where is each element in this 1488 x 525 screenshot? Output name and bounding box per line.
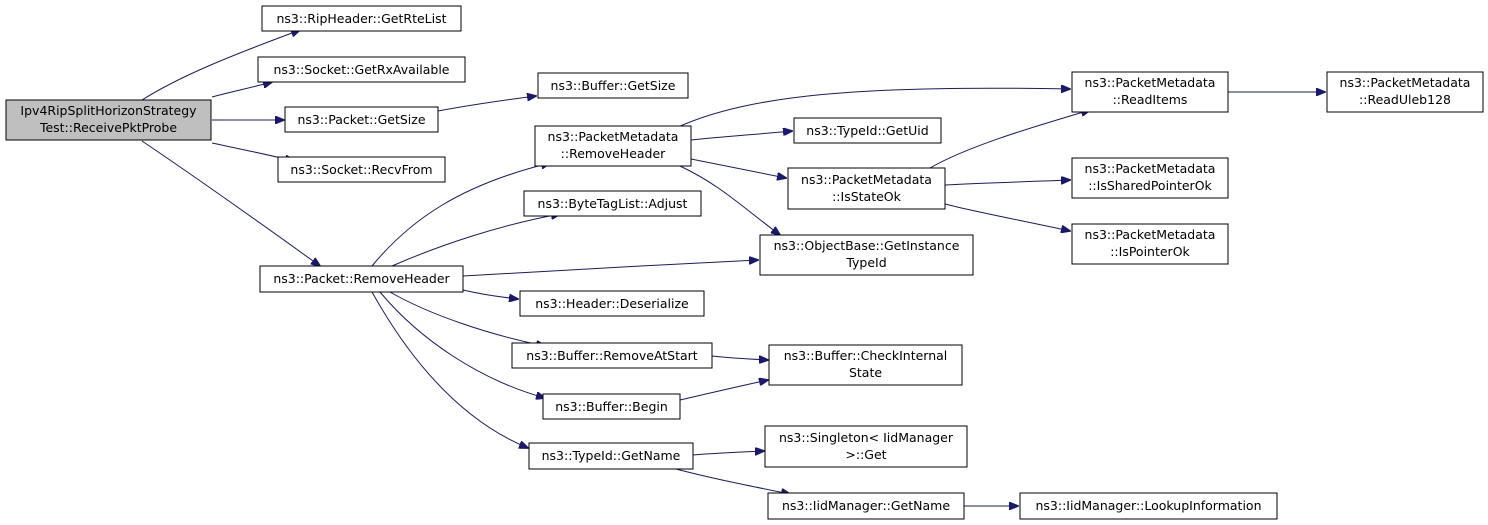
edge-typeid-getname-to-singleton-get — [692, 451, 764, 456]
edge-packet-removeheader-to-pm-removeheader — [371, 163, 550, 267]
node-label-line: ::ReadItems — [1113, 92, 1188, 107]
edge-packet-getsize-to-buffer-getsize — [437, 96, 536, 112]
node-pm-issharedpointerok[interactable]: ns3::PacketMetadata ::IsSharedPointerOk — [1071, 157, 1229, 199]
node-label-line: ::IsStateOk — [832, 189, 902, 204]
node-bytetaglist-adjust[interactable]: ns3::ByteTagList::Adjust — [523, 190, 702, 217]
node-label-line: ns3::Buffer::Begin — [555, 399, 668, 414]
node-buffer-checkinternalstate[interactable]: ns3::Buffer::CheckInternal State — [768, 344, 963, 386]
node-packet-getsize[interactable]: ns3::Packet::GetSize — [284, 106, 439, 133]
edge-packet-removeheader-to-header-deserialize — [462, 289, 518, 299]
node-label-line: ns3::PacketMetadata — [1340, 75, 1471, 90]
node-pm-readitems[interactable]: ns3::PacketMetadata ::ReadItems — [1071, 71, 1229, 113]
node-label-line: ns3::RipHeader::GetRteList — [276, 11, 446, 26]
node-label-line: State — [849, 365, 882, 380]
edge-packet-removeheader-to-typeid-getname — [371, 291, 528, 448]
edge-pm-isstateok-to-pm-ispointerok — [944, 203, 1070, 231]
node-label-line: ns3::Buffer::GetSize — [551, 78, 676, 93]
node-label-line: ns3::TypeId::GetUid — [806, 123, 928, 138]
edge-root-to-getrxavailable — [211, 82, 272, 98]
node-buffer-getsize[interactable]: ns3::Buffer::GetSize — [537, 72, 689, 99]
node-label-line: ns3::Header::Deserialize — [535, 296, 689, 311]
edge-root-to-packet-removeheader — [141, 140, 320, 266]
node-singleton-get[interactable]: ns3::Singleton< IidManager >::Get — [764, 425, 968, 468]
node-typeid-getname[interactable]: ns3::TypeId::GetName — [528, 442, 694, 470]
node-label-line: ns3::PacketMetadata — [1085, 75, 1216, 90]
node-label-line: ::ReadUleb128 — [1359, 92, 1451, 107]
edge-pm-removeheader-to-pm-isstateok — [690, 158, 786, 178]
node-label-line: ::IsSharedPointerOk — [1088, 178, 1212, 193]
node-pm-removeheader[interactable]: ns3::PacketMetadata ::RemoveHeader — [534, 125, 692, 167]
edge-packet-removeheader-to-objectbase-getinstancetypeid — [462, 260, 758, 277]
node-label-line: ns3::IidManager::GetName — [782, 498, 950, 513]
node-recvfrom[interactable]: ns3::Socket::RecvFrom — [277, 156, 446, 183]
edge-pm-removeheader-to-objectbase-getinstancetypeid — [679, 165, 780, 235]
edge-buffer-removeatstart-to-buffer-checkinternalstate — [711, 355, 768, 360]
node-label-line: ns3::Packet::RemoveHeader — [273, 271, 450, 286]
node-label-line: ns3::TypeId::GetName — [542, 448, 681, 463]
node-getrxavailable[interactable]: ns3::Socket::GetRxAvailable — [257, 56, 466, 83]
node-label-line: ::IsPointerOk — [1110, 244, 1190, 259]
node-label-line: ns3::PacketMetadata — [1085, 227, 1216, 242]
node-label-line: ns3::PacketMetadata — [801, 172, 932, 187]
node-label-line: ns3::Socket::RecvFrom — [290, 162, 432, 177]
node-label-line: TypeId — [845, 255, 886, 270]
edge-packet-removeheader-to-bytetaglist-adjust — [391, 214, 560, 267]
node-pm-ispointerok[interactable]: ns3::PacketMetadata ::IsPointerOk — [1071, 223, 1229, 265]
node-label-line: ns3::Buffer::RemoveAtStart — [526, 348, 698, 363]
node-label-line: >::Get — [845, 447, 886, 462]
node-label-line: ns3::PacketMetadata — [548, 129, 679, 144]
node-label-line: Ipv4RipSplitHorizonStrategy — [20, 103, 197, 118]
node-label-line: ns3::Packet::GetSize — [297, 112, 425, 127]
node-getrtelist[interactable]: ns3::RipHeader::GetRteList — [261, 5, 462, 32]
node-header-deserialize[interactable]: ns3::Header::Deserialize — [519, 290, 705, 317]
edge-root-to-getrtelist — [141, 30, 300, 101]
node-buffer-removeatstart[interactable]: ns3::Buffer::RemoveAtStart — [511, 342, 713, 369]
node-label-line: ns3::ObjectBase::GetInstance — [774, 238, 960, 253]
node-buffer-begin[interactable]: ns3::Buffer::Begin — [542, 393, 681, 420]
edge-pm-isstateok-to-pm-readitems — [929, 110, 1090, 169]
edge-pm-removeheader-to-typeid-getuid — [690, 131, 792, 141]
node-label-line: ns3::PacketMetadata — [1085, 161, 1216, 176]
edge-pm-removeheader-to-pm-readitems — [677, 88, 1070, 128]
node-typeid-getuid[interactable]: ns3::TypeId::GetUid — [793, 117, 942, 144]
node-label-line: ns3::Singleton< IidManager — [779, 430, 954, 445]
edge-pm-isstateok-to-pm-issharedpointerok — [944, 180, 1070, 186]
node-label-line: ns3::Socket::GetRxAvailable — [273, 62, 449, 77]
node-label-line: ns3::IidManager::LookupInformation — [1035, 498, 1261, 513]
node-pm-isstateok[interactable]: ns3::PacketMetadata ::IsStateOk — [787, 167, 946, 210]
edge-packet-removeheader-to-buffer-begin — [379, 291, 545, 398]
node-label-line: Test::ReceivePktProbe — [39, 120, 177, 135]
edge-typeid-getname-to-iidmanager-getname — [675, 468, 790, 494]
node-iidmanager-lookupinformation[interactable]: ns3::IidManager::LookupInformation — [1019, 492, 1278, 520]
edge-packet-removeheader-to-buffer-removeatstart — [389, 291, 545, 346]
node-label-line: ::RemoveHeader — [561, 146, 667, 161]
edge-buffer-begin-to-buffer-checkinternalstate — [679, 380, 768, 401]
node-label-line: ns3::ByteTagList::Adjust — [538, 196, 688, 211]
node-objectbase-getinstancetypeid[interactable]: ns3::ObjectBase::GetInstance TypeId — [759, 234, 974, 276]
node-root[interactable]: Ipv4RipSplitHorizonStrategy Test::Receiv… — [5, 99, 212, 141]
node-label-line: ns3::Buffer::CheckInternal — [784, 348, 948, 363]
node-pm-readuleb128[interactable]: ns3::PacketMetadata ::ReadUleb128 — [1326, 71, 1484, 113]
node-iidmanager-getname[interactable]: ns3::IidManager::GetName — [767, 492, 965, 520]
node-packet-removeheader[interactable]: ns3::Packet::RemoveHeader — [259, 265, 464, 293]
